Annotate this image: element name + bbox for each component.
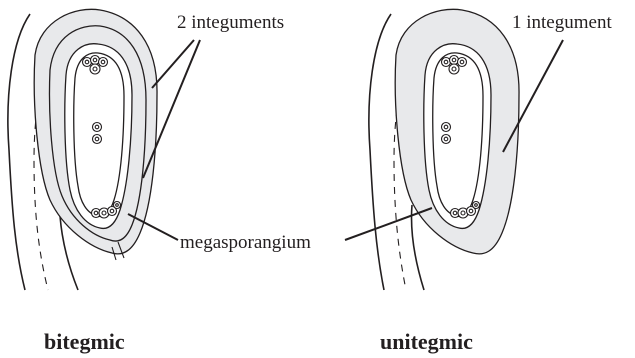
label-megasporangium: megasporangium — [180, 232, 311, 253]
embryo-sac-right — [433, 53, 483, 217]
leader-integuments-outer — [152, 40, 194, 88]
caption-bitegmic: bitegmic — [44, 329, 125, 354]
unitegmic-ovule — [369, 9, 519, 290]
label-2-integuments: 2 integuments — [177, 12, 284, 33]
caption-unitegmic: unitegmic — [380, 329, 473, 354]
bitegmic-ovule — [8, 9, 157, 290]
leader-megasporangium-right — [345, 208, 432, 240]
label-1-integument: 1 integument — [512, 12, 612, 33]
